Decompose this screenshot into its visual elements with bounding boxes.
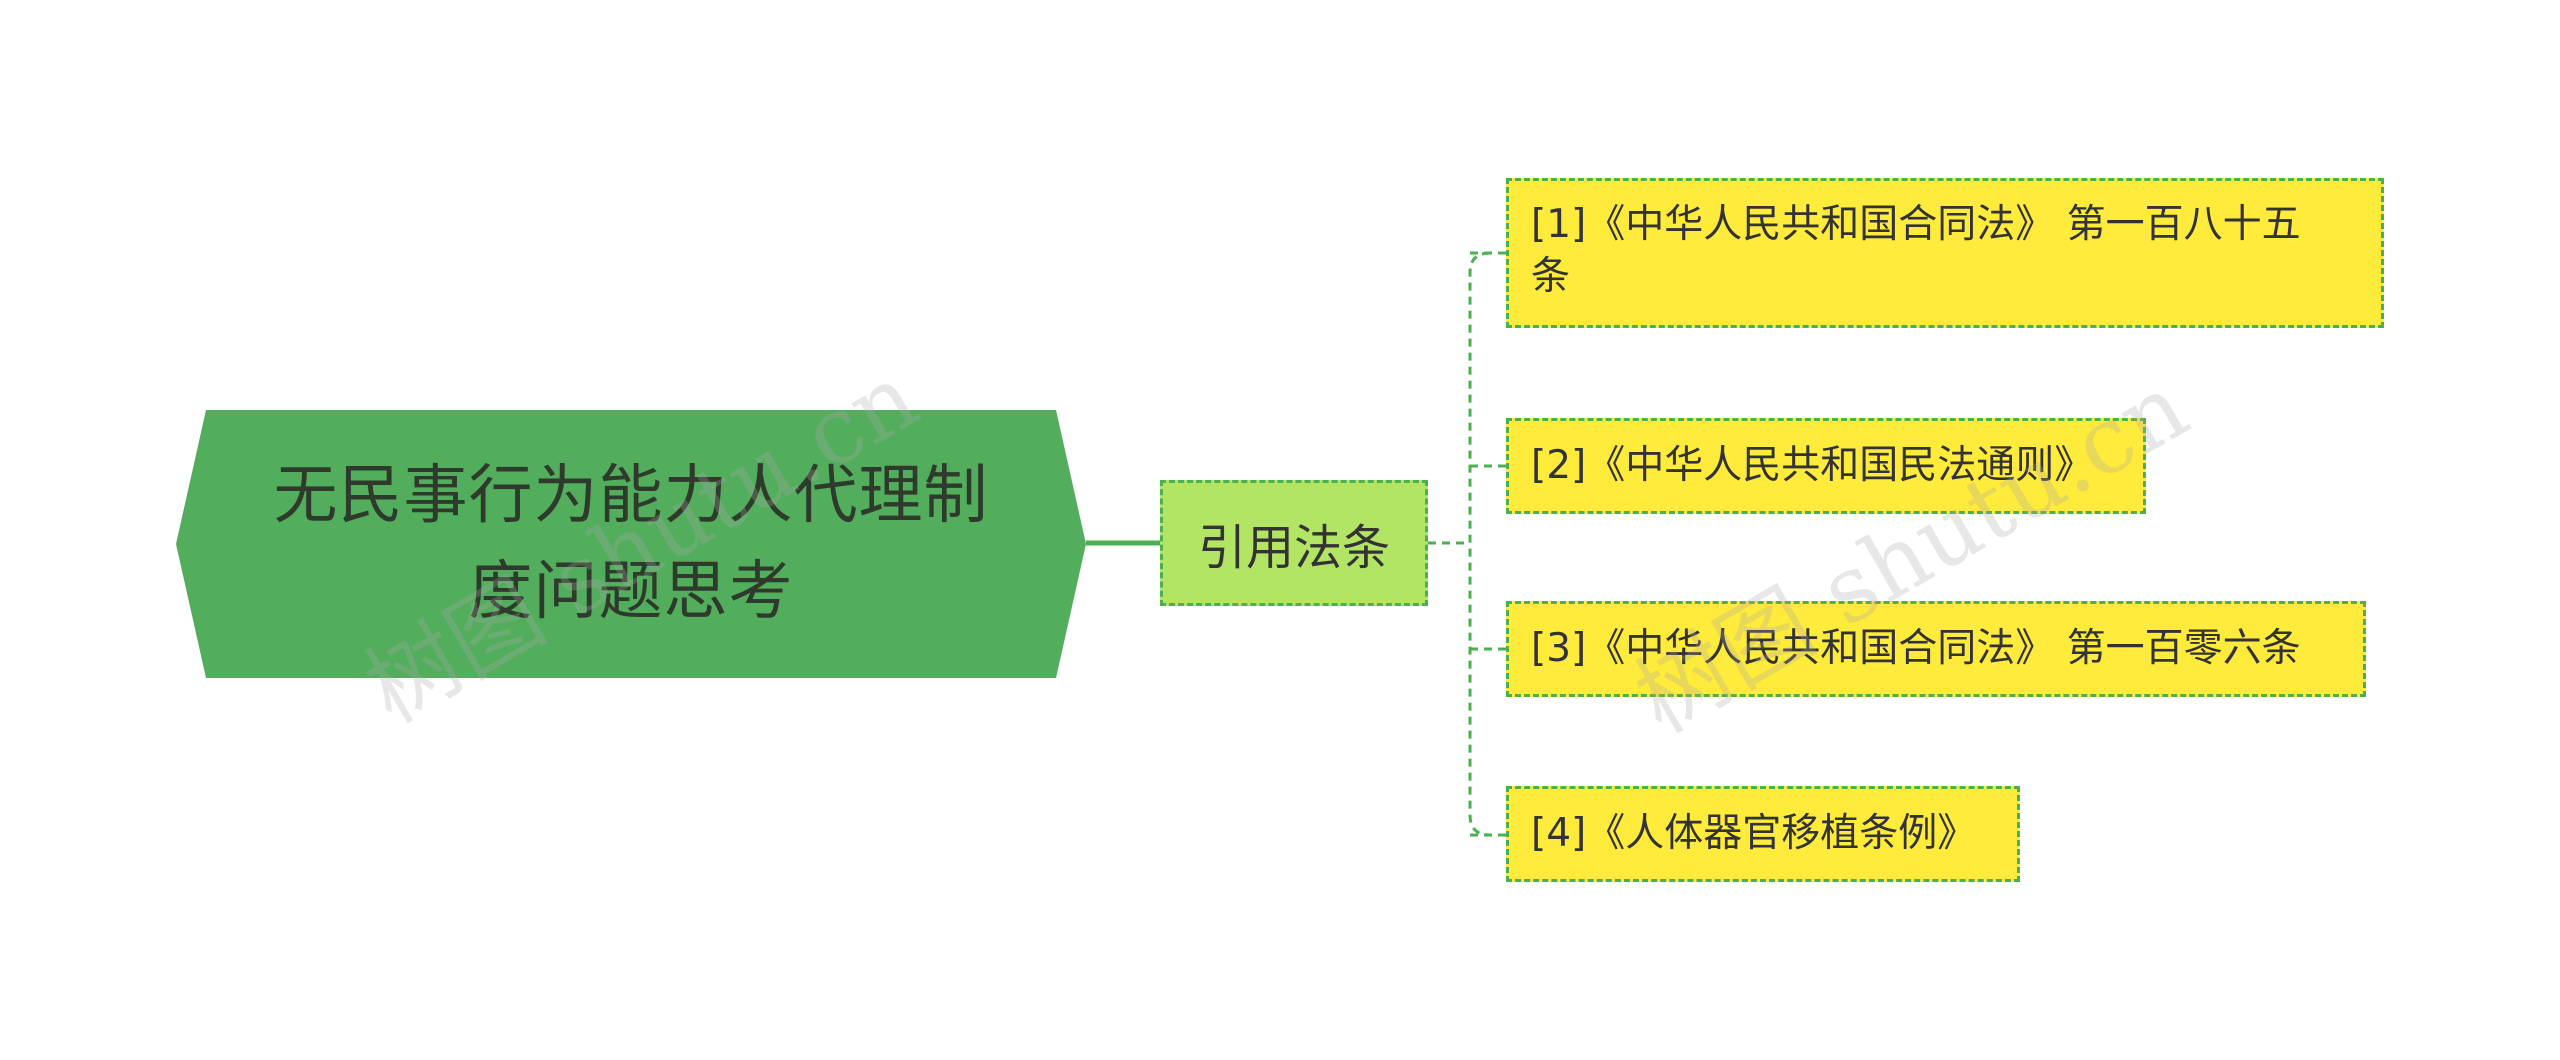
leaf-2-label: [2]《中华人民共和国民法通则》 — [1531, 443, 2094, 488]
leaf-3-label: [3]《中华人民共和国合同法》 第一百零六条 — [1531, 626, 2301, 671]
leaf-node-4[interactable]: [4]《人体器官移植条例》 — [1506, 786, 2020, 882]
root-node-label: 无民事行为能力人代理制 度问题思考 — [226, 410, 1036, 678]
root-node[interactable]: 无民事行为能力人代理制 度问题思考 — [176, 410, 1086, 678]
leaf-node-1[interactable]: [1]《中华人民共和国合同法》 第一百八十五 条 — [1506, 178, 2384, 328]
root-label-line-2: 度问题思考 — [468, 555, 794, 629]
leaf-node-3[interactable]: [3]《中华人民共和国合同法》 第一百零六条 — [1506, 601, 2366, 697]
branch-node-cited-laws[interactable]: 引用法条 — [1160, 480, 1428, 606]
leaf-1-label-line-1: [1]《中华人民共和国合同法》 第一百八十五 — [1531, 202, 2301, 247]
root-label-line-1: 无民事行为能力人代理制 — [273, 459, 989, 533]
leaf-trunk-line — [1468, 251, 1491, 837]
branch-node-label: 引用法条 — [1197, 520, 1390, 576]
leaf-node-2[interactable]: [2]《中华人民共和国民法通则》 — [1506, 418, 2146, 514]
leaf-4-label: [4]《人体器官移植条例》 — [1531, 811, 1977, 856]
leaf-1-label-line-2: 条 — [1531, 254, 1571, 299]
root-node-shape — [176, 410, 1086, 678]
